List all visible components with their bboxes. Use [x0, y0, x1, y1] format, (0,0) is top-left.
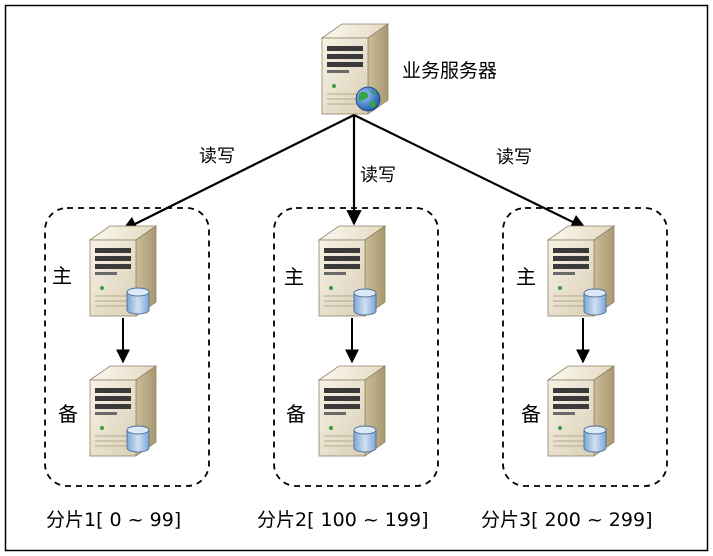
- database-icon: [583, 288, 607, 316]
- shard-3: 主 备 分片3[ 200 ~ 299]: [481, 207, 668, 531]
- database-icon: [126, 287, 150, 315]
- database-icon: [126, 425, 150, 453]
- edge-arrow-1: [121, 114, 355, 231]
- shard-2-label: 分片2[ 100 ~ 199]: [257, 509, 428, 531]
- primary-label: 主: [284, 265, 304, 289]
- shard-1-label: 分片1[ 0 ~ 99]: [46, 509, 181, 531]
- business-server-label: 业务服务器: [402, 60, 497, 82]
- primary-label: 主: [516, 265, 536, 289]
- shard-3-label: 分片3[ 200 ~ 299]: [481, 509, 652, 531]
- edge-label-2: 读写: [360, 165, 396, 186]
- shard-1: 主 备 分片1[ 0 ~ 99]: [44, 207, 210, 531]
- database-icon: [583, 425, 607, 453]
- edge-label-3: 读写: [496, 147, 532, 168]
- shard-2-group-box: [273, 207, 439, 487]
- backup-label: 备: [286, 402, 306, 426]
- globe-icon: [355, 86, 381, 112]
- database-icon: [353, 425, 377, 453]
- edge-arrow-3: [353, 114, 587, 229]
- backup-label: 备: [521, 402, 541, 426]
- shard-1-group-box: [44, 207, 210, 487]
- primary-label: 主: [52, 264, 72, 288]
- backup-label: 备: [58, 402, 78, 426]
- database-icon: [353, 288, 377, 316]
- business-server: [321, 23, 389, 115]
- edge-label-1: 读写: [199, 146, 235, 167]
- shard-2: 主 备 分片2[ 100 ~ 199]: [257, 207, 439, 531]
- shard-3-group-box: [502, 207, 668, 487]
